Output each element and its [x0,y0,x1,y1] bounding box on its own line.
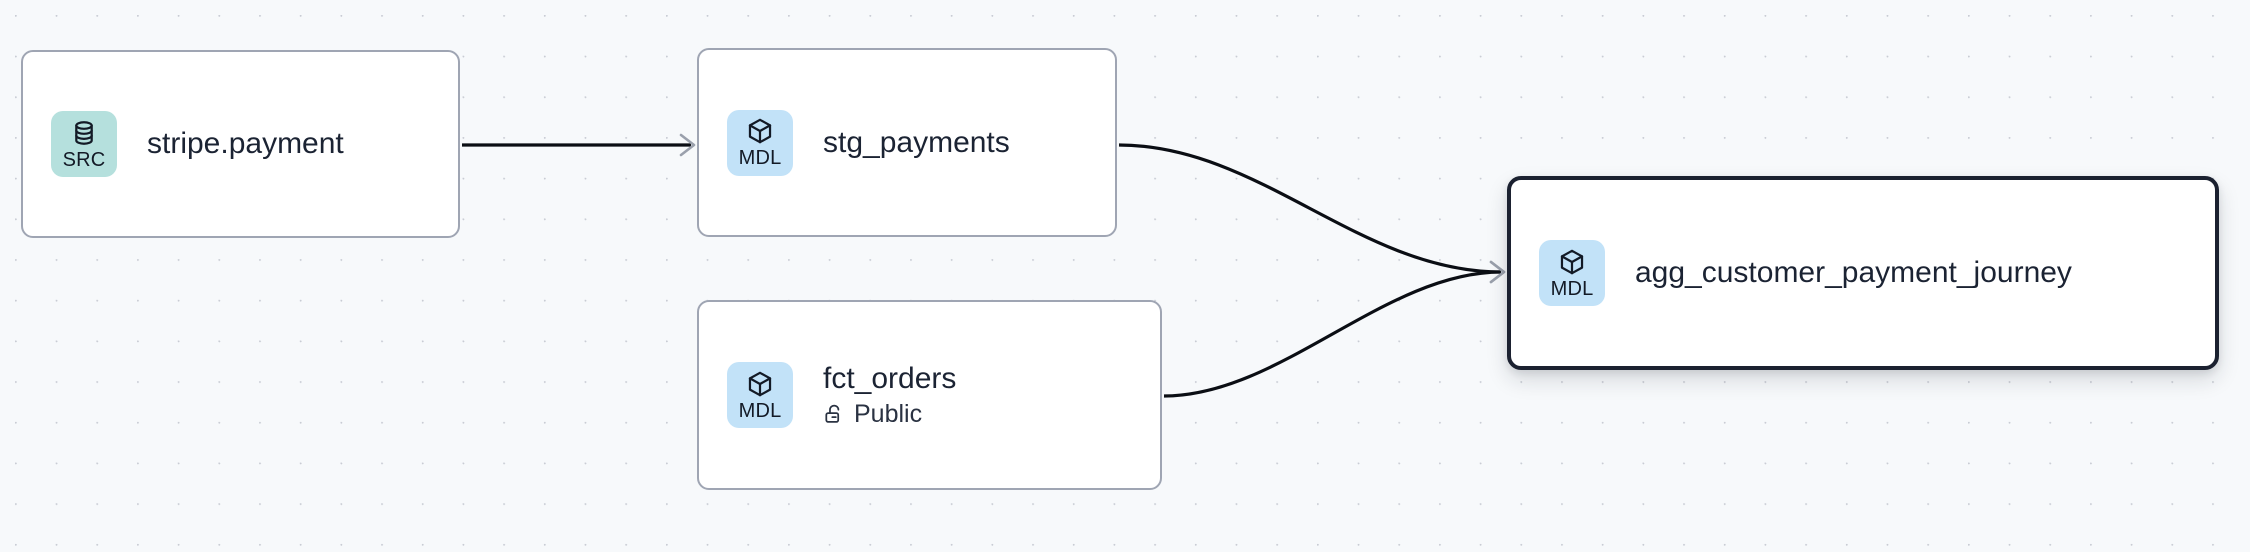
cube-icon [1558,248,1586,276]
node-body: stg_payments [823,127,1010,159]
edge-stg-to-agg [1118,143,1506,284]
node-title: stg_payments [823,125,1010,159]
node-visibility-label: Public [854,399,923,428]
cube-icon [746,117,774,145]
badge-label: MDL [738,399,782,422]
node-fct-orders[interactable]: MDL fct_orders Public [697,300,1162,490]
node-agg-customer-payment-journey[interactable]: MDL agg_customer_payment_journey [1507,176,2219,370]
node-type-badge-mdl: MDL [727,362,793,428]
node-type-badge-mdl: MDL [1539,240,1605,306]
node-stg-payments[interactable]: MDL stg_payments [697,48,1117,237]
database-icon [70,119,98,147]
badge-label: SRC [62,148,106,171]
node-body: stripe.payment [147,128,344,160]
badge-label: MDL [1550,277,1594,300]
node-stripe-payment[interactable]: SRC stripe.payment [21,50,460,238]
unlock-icon [823,403,845,425]
badge-label: MDL [738,147,782,169]
node-title: fct_orders [823,362,957,396]
node-visibility: Public [823,399,956,428]
node-type-badge-mdl: MDL [727,109,793,176]
node-body: fct_orders Public [823,363,956,427]
edge-stripe-to-stg [462,133,696,157]
cube-icon [746,370,774,398]
node-title: stripe.payment [147,127,344,161]
node-title: agg_customer_payment_journey [1635,256,2072,290]
node-body: agg_customer_payment_journey [1635,257,2072,289]
edge-fct-to-agg [1163,260,1506,398]
node-type-badge-src: SRC [51,111,117,177]
